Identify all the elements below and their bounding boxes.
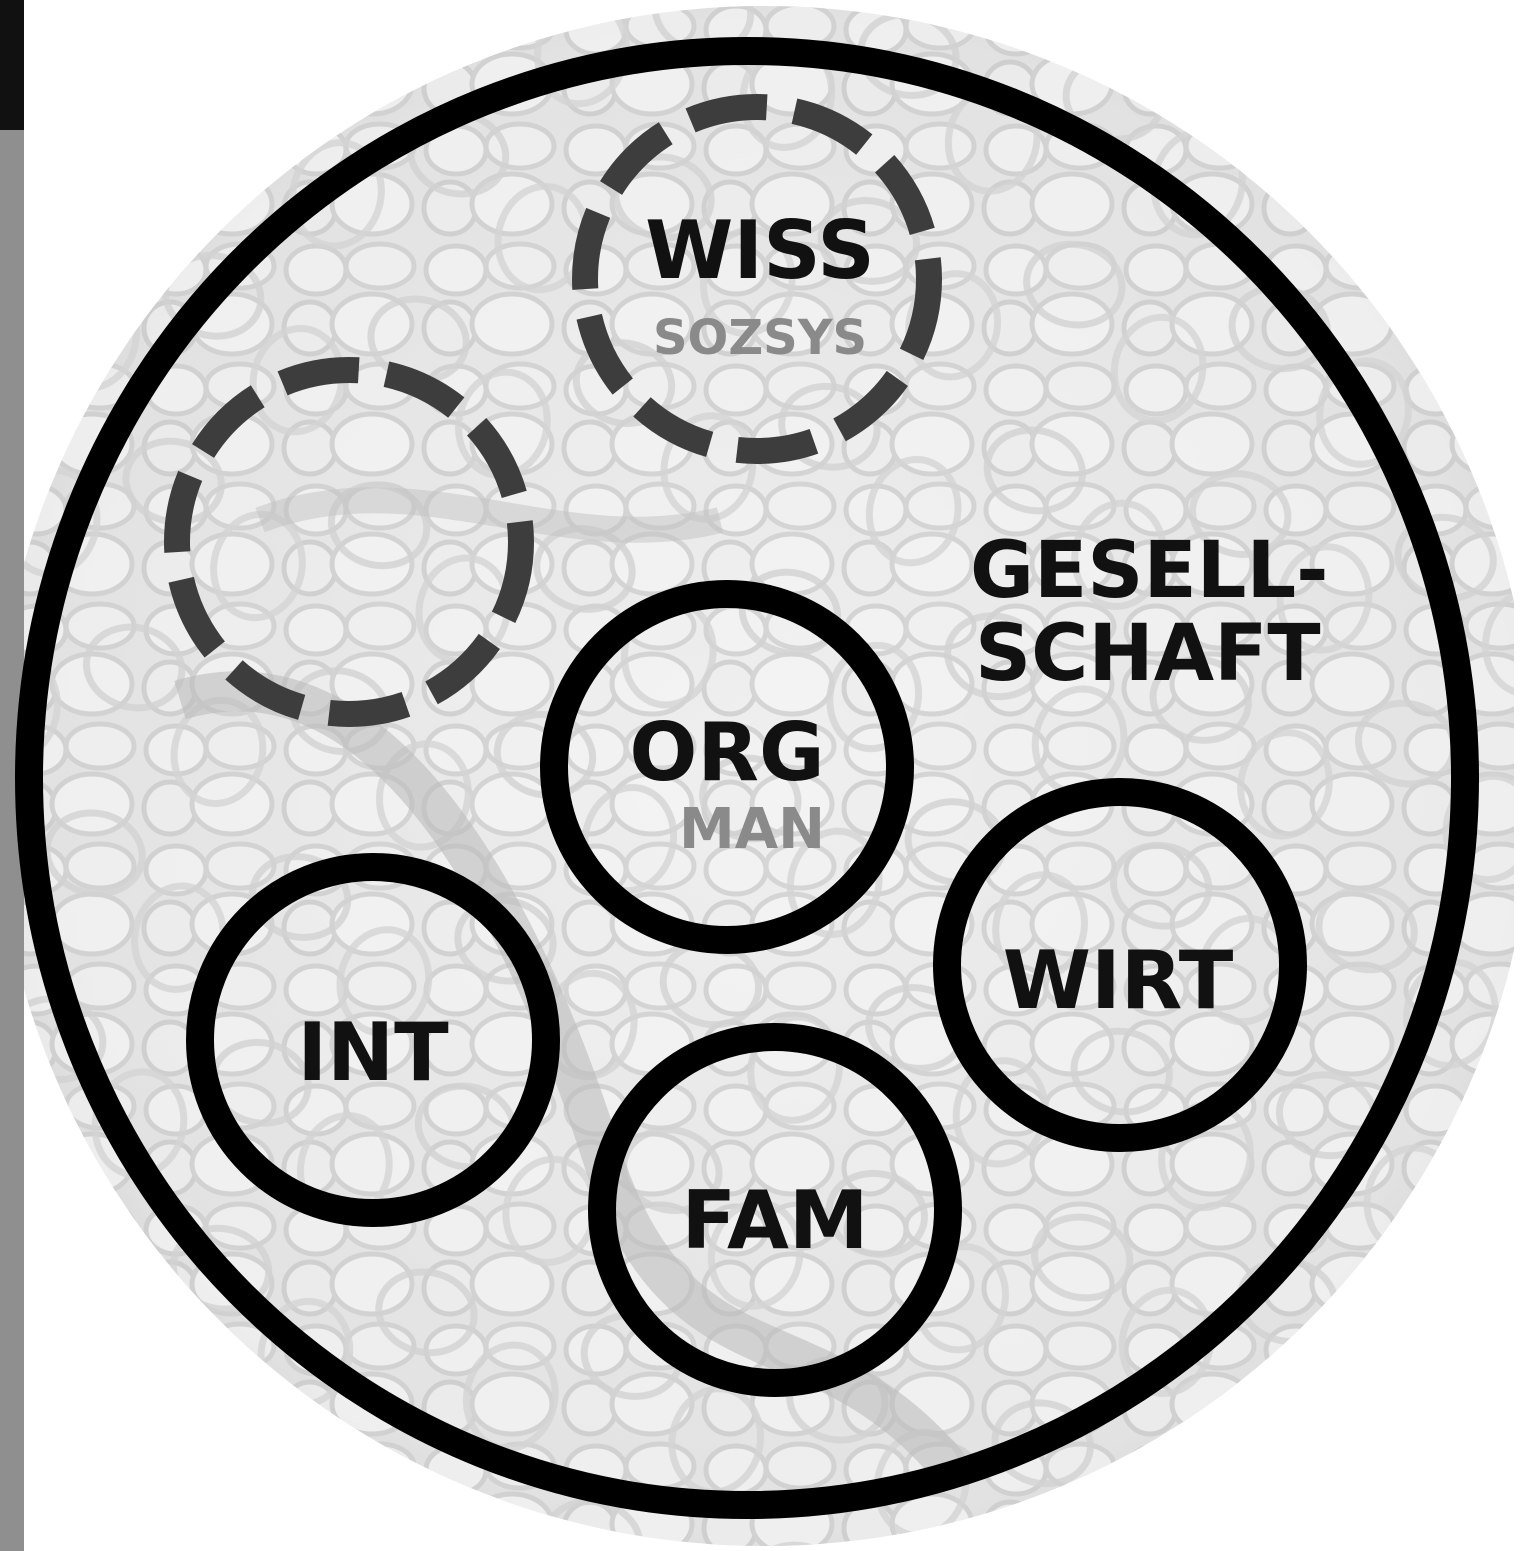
org-circle: [540, 580, 914, 954]
society-outer-circle: [15, 37, 1479, 1519]
empty-dashed-circle: [164, 357, 534, 727]
wiss-label: WISS: [645, 204, 875, 297]
wiss-dashed-circle: [572, 94, 942, 464]
wirt-circle: [933, 778, 1307, 1152]
int-label: INT: [297, 1006, 449, 1099]
society-label-line1: GESELL-: [970, 526, 1329, 616]
wirt-label: WIRT: [1003, 934, 1234, 1027]
wiss-sublabel: SOZSYS: [653, 310, 867, 366]
society-label-line2: SCHAFT: [975, 609, 1321, 699]
int-circle: [186, 853, 560, 1227]
fam-label: FAM: [682, 1174, 869, 1267]
org-sublabel: MAN: [679, 797, 825, 862]
org-label: ORG: [629, 706, 824, 799]
fam-circle: [588, 1023, 962, 1397]
